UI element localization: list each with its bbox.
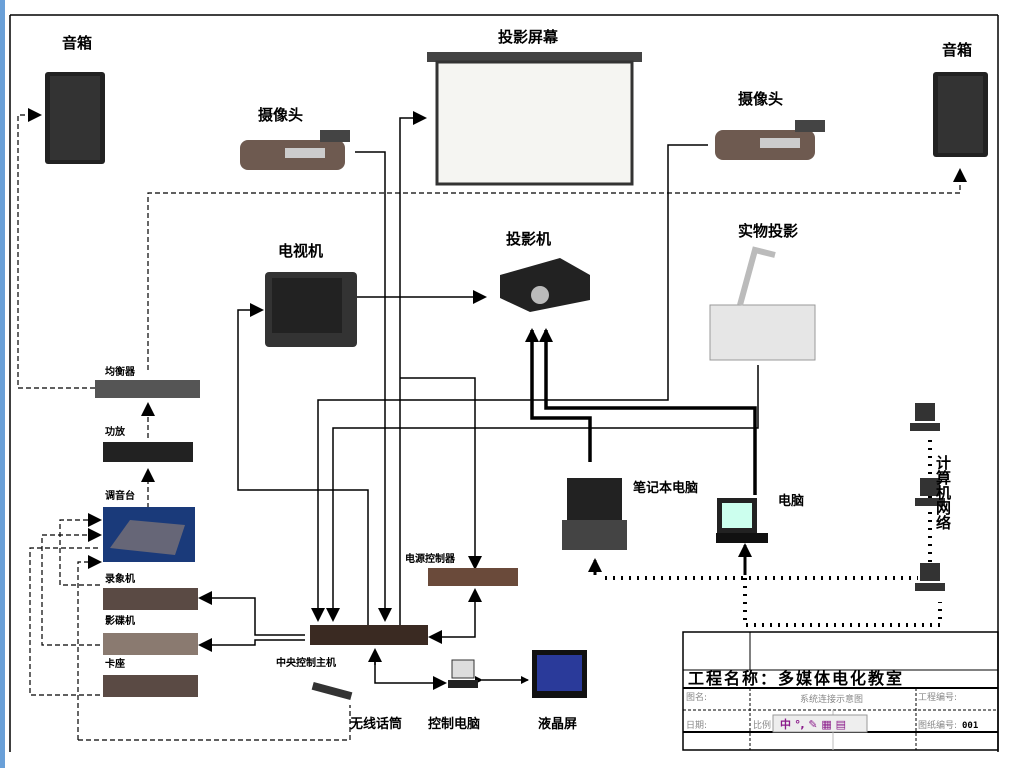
- vcr-label: 录象机: [105, 572, 135, 585]
- speaker-left-label: 音箱: [62, 34, 92, 52]
- frame: [9, 14, 999, 752]
- laptop-label: 笔记本电脑: [633, 480, 698, 496]
- speaker-left: [45, 72, 105, 164]
- drawing-no: 001: [962, 721, 978, 731]
- wireless-mic: [311, 681, 353, 701]
- projector-thick-connections: [525, 328, 757, 495]
- projection-screen-label: 投影屏幕: [498, 28, 559, 46]
- mixer-label: 调音台: [105, 489, 135, 502]
- tv: [265, 272, 357, 347]
- lcd-monitor: [532, 650, 587, 698]
- camera-right-label: 摄像头: [738, 90, 783, 108]
- network-label: 计算机网络: [934, 454, 952, 531]
- drawing-no-label: 图纸编号:: [918, 719, 957, 731]
- computer: [716, 498, 768, 543]
- document-camera: [709, 246, 816, 361]
- camera-right: [715, 120, 825, 160]
- cassette-deck-label: 卡座: [105, 657, 125, 670]
- central-controller: [310, 625, 428, 645]
- ime-toolbar[interactable]: 中 °, ✎ ▦ ▤: [772, 714, 868, 733]
- camera-left: [240, 130, 350, 170]
- window-edge: [0, 0, 5, 768]
- power-controller-label: 电源控制器: [405, 552, 456, 565]
- vcr: [103, 588, 198, 610]
- video-connections: [198, 111, 759, 690]
- camera-left-label: 摄像头: [258, 106, 303, 124]
- computer-label: 电脑: [778, 493, 804, 509]
- amplifier-label: 功放: [105, 425, 126, 438]
- drawing-name-label: 图名:: [686, 691, 707, 703]
- date-label: 日期:: [686, 720, 707, 731]
- speaker-right: [933, 72, 988, 157]
- document-camera-label: 实物投影: [738, 222, 798, 240]
- ime-icons: 中 °, ✎ ▦ ▤: [780, 717, 846, 731]
- drawing-name: 系统连接示意图: [800, 693, 863, 705]
- dvd-player-label: 影碟机: [105, 614, 135, 627]
- audio-connections: [17, 108, 967, 741]
- lcd-label: 液晶屏: [538, 716, 577, 732]
- network-pc: [910, 403, 945, 591]
- central-controller-label: 中央控制主机: [276, 656, 336, 669]
- scale-label: 比例: [753, 719, 771, 731]
- equalizer-label: 均衡器: [105, 365, 136, 378]
- project-no-label: 工程编号:: [918, 691, 957, 703]
- tv-label: 电视机: [278, 242, 323, 260]
- laptop: [562, 478, 627, 550]
- wireless-mic-label: 无线话筒: [349, 716, 402, 732]
- power-controller: [428, 568, 518, 586]
- dvd-player: [103, 633, 198, 655]
- speaker-right-label: 音箱: [942, 41, 972, 59]
- projector: [500, 258, 590, 312]
- mixer: [103, 507, 195, 562]
- equalizer: [95, 380, 200, 398]
- project-name: 工程名称：多媒体电化教室: [688, 669, 904, 688]
- control-pc-label: 控制电脑: [428, 716, 480, 732]
- projection-screen: [427, 52, 642, 186]
- cassette-deck: [103, 675, 198, 697]
- amplifier: [103, 442, 193, 462]
- projector-label: 投影机: [506, 230, 551, 248]
- network-connections: [605, 440, 942, 627]
- control-pc: [448, 659, 478, 688]
